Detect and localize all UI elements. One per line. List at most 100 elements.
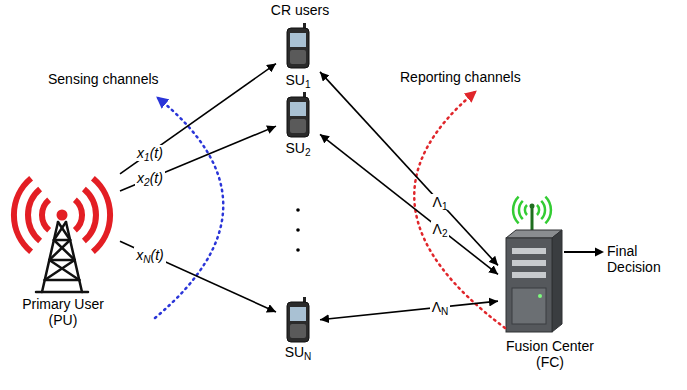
phone-body xyxy=(287,302,309,342)
text-part: Λ xyxy=(432,299,441,315)
subscript: 2 xyxy=(305,147,311,158)
wave-arc xyxy=(525,205,527,215)
phone-body xyxy=(287,97,309,137)
dot xyxy=(296,228,300,232)
phone-screen xyxy=(290,102,306,116)
secondary-user-node: SU2 xyxy=(276,94,320,160)
phone-keypad xyxy=(290,119,306,133)
server-icon xyxy=(506,197,562,332)
dot xyxy=(296,208,300,212)
text-part: Λ xyxy=(433,194,442,210)
antenna-tip xyxy=(530,204,535,209)
text-part: (t) xyxy=(150,170,163,186)
primary-user-node: Primary User (PU) xyxy=(6,170,120,332)
signal-label: xN(t) xyxy=(134,247,166,263)
tower-bar xyxy=(45,279,80,282)
node-label: SUN xyxy=(285,344,312,360)
radio-waves xyxy=(14,178,110,252)
text-part: SU xyxy=(285,344,304,360)
tower-brace xyxy=(45,260,75,280)
fusion-center-node: Fusion Center (FC) xyxy=(498,196,602,374)
subscript: 1 xyxy=(144,152,150,163)
reporting-link xyxy=(320,72,498,265)
drive-slot xyxy=(512,260,546,266)
text-part: SU xyxy=(285,140,304,156)
wave-arc xyxy=(519,201,523,219)
channel-label: Sensing channels xyxy=(48,71,159,87)
phone-icon xyxy=(287,23,309,68)
tower-brace xyxy=(54,222,66,240)
tower-bar xyxy=(49,259,74,262)
antenna-pole xyxy=(531,206,534,232)
wave-arc xyxy=(93,178,110,252)
antenna-tip xyxy=(57,210,68,221)
wave-arc xyxy=(537,205,539,215)
secondary-user-node: SUN xyxy=(276,298,320,364)
text-part: SU xyxy=(285,72,304,88)
phone-screen xyxy=(290,33,306,47)
tower-brace xyxy=(49,260,79,280)
wave-arc xyxy=(84,189,96,241)
subscript: 1 xyxy=(305,79,311,90)
sensing-channel-curve xyxy=(155,98,223,318)
node-label: Primary User (PU) xyxy=(17,296,109,328)
phone-body xyxy=(287,28,309,68)
arrow-shaft xyxy=(564,251,597,253)
tower-lattice xyxy=(36,222,88,292)
sensing-link xyxy=(120,241,276,312)
output-arrow xyxy=(564,248,604,257)
wave-arc xyxy=(541,201,545,219)
wave-arc xyxy=(513,197,519,224)
drive-slot xyxy=(512,272,546,278)
server-side xyxy=(552,230,562,332)
reporting-link xyxy=(320,134,498,274)
sensing-link xyxy=(120,126,276,191)
phone-keypad xyxy=(290,50,306,64)
reporting-channel-curve xyxy=(414,92,505,328)
tower-leg xyxy=(42,222,58,292)
wave-arc xyxy=(14,178,31,252)
subscript: N xyxy=(304,351,311,362)
tower-leg xyxy=(66,222,82,292)
dot xyxy=(296,248,300,252)
signal-label: Λ2 xyxy=(431,221,450,237)
channel-label: Reporting channels xyxy=(400,69,521,85)
node-label: SU1 xyxy=(285,72,310,88)
connector-group xyxy=(120,64,498,320)
text-part: x xyxy=(137,145,144,161)
reporting-link xyxy=(320,301,498,320)
subscript: 2 xyxy=(442,228,448,239)
phone-screen xyxy=(290,307,306,321)
tower-brace xyxy=(54,240,75,260)
tower-icon xyxy=(14,178,110,292)
secondary-user-node: SU1 xyxy=(276,24,320,92)
subscript: 1 xyxy=(442,201,448,212)
node-label: SU2 xyxy=(285,140,310,156)
wave-arc xyxy=(545,197,551,224)
subscript: N xyxy=(143,254,150,265)
wave-arc xyxy=(75,200,82,231)
ellipsis-dots xyxy=(296,208,300,252)
text-part: x xyxy=(136,247,143,263)
tower-brace xyxy=(49,240,70,260)
text-part: (t) xyxy=(150,145,163,161)
output-label: Final Decision xyxy=(607,243,682,275)
text-part: Λ xyxy=(433,221,442,237)
wave-arc xyxy=(28,189,40,241)
text-part: x xyxy=(137,170,144,186)
signal-label: ΛN xyxy=(430,299,451,315)
phone-icon xyxy=(287,92,309,137)
subscript: 2 xyxy=(144,177,150,188)
node-label: Fusion Center (FC) xyxy=(502,338,598,370)
server-front xyxy=(506,238,552,332)
drive-slot xyxy=(512,248,546,254)
subscript: N xyxy=(441,306,448,317)
phone-keypad xyxy=(290,324,306,338)
signal-label: x2(t) xyxy=(135,170,165,186)
status-light xyxy=(538,294,542,298)
signal-label: x1(t) xyxy=(135,145,165,161)
arrowhead xyxy=(595,248,604,257)
